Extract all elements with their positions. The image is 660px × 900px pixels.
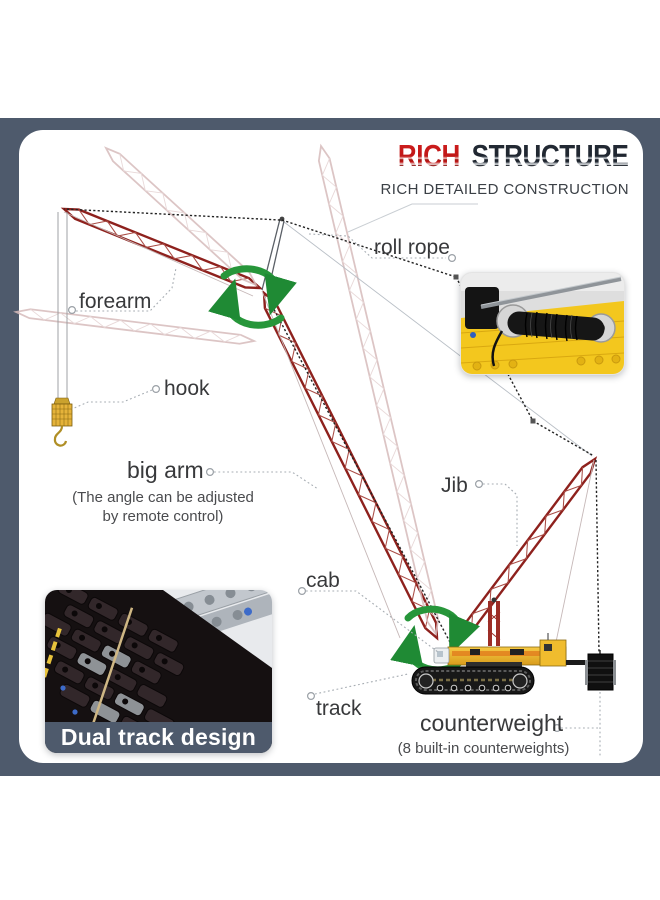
title-accent: RICH	[397, 138, 460, 173]
dual-track-photo: Dual track design	[45, 590, 272, 753]
leader-lines	[71, 233, 601, 756]
winch-illustration	[461, 273, 624, 374]
label-jib: Jib	[441, 474, 468, 497]
label-track: track	[316, 697, 362, 720]
label-big-arm-note-2: by remote control)	[102, 508, 224, 525]
label-cab: cab	[306, 569, 340, 592]
roll-rope-flag-line	[347, 203, 478, 233]
forearm-lattice	[60, 207, 264, 290]
big-arm-lattice	[262, 290, 439, 641]
ghost-forearm-lowered	[13, 308, 257, 345]
page-subtitle: RICH DETAILED CONSTRUCTION	[380, 181, 629, 198]
page-title: RICH STRUCTURE	[397, 138, 628, 174]
label-big-arm-note-1: (The angle can be adjusted	[72, 489, 254, 506]
rotation-arrow-icon	[208, 265, 481, 674]
hook	[51, 397, 73, 447]
hoist-cables	[57, 212, 68, 401]
label-counterweight-note: (8 built-in counterweights)	[397, 740, 570, 757]
track-inset-caption: Dual track design	[45, 722, 272, 753]
rope-nodes	[453, 274, 536, 424]
hanging-counterweight	[585, 650, 616, 691]
label-forearm: forearm	[79, 290, 152, 313]
label-big-arm: big arm	[127, 457, 204, 483]
roll-rope-winch-photo	[460, 272, 625, 375]
label-roll-rope: roll rope	[374, 236, 450, 259]
ghost-big-arm-vertical	[317, 143, 440, 637]
title-rest: STRUCTURE	[471, 138, 628, 173]
label-hook: hook	[164, 377, 210, 400]
label-counterweight: counterweight	[420, 710, 564, 736]
leader-dots	[67, 254, 561, 732]
lattice-booms	[13, 143, 598, 643]
crane-base	[411, 597, 598, 695]
